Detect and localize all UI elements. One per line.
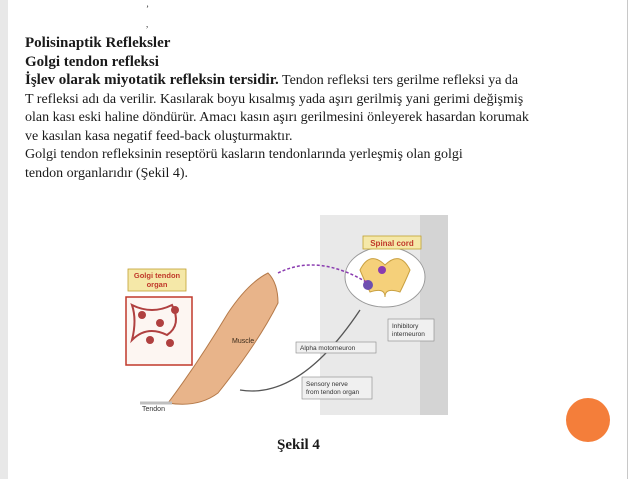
- figure-golgi-reflex: Spinal cord Golgi tendon organ Muscle Te…: [120, 215, 450, 415]
- golgi-label-line1: Golgi tendon: [134, 271, 181, 280]
- golgi-label-box: [127, 268, 187, 292]
- paragraph-line-4: ve kasılan kasa negatif feed-back oluştu…: [25, 128, 293, 144]
- spinal-cord-label-box: [362, 235, 422, 250]
- paragraph-line-2: T refleksi adı da verilir. Kasılarak boy…: [25, 91, 524, 107]
- right-divider: [627, 0, 628, 479]
- paragraph-line-3: olan kası eski haline döndürür. Amacı ka…: [25, 110, 529, 125]
- text-block: Polisinaptik Refleksler Golgi tendon ref…: [25, 34, 615, 183]
- nerve-path-bottom: [239, 309, 361, 392]
- orange-decoration: [566, 398, 610, 442]
- heading-polisinaptik: Polisinaptik Refleksler: [25, 35, 171, 51]
- figure-caption: Şekil 4: [277, 437, 320, 453]
- mark-apostrophe: ʼ: [146, 4, 149, 14]
- paragraph-line-6: tendon organlarıdır (Şekil 4).: [25, 165, 189, 181]
- mark-comma: ,: [146, 19, 149, 29]
- sensory-label-line2: from tendon organ: [306, 389, 360, 396]
- spinal-cord-label: Spinal cord: [370, 239, 414, 248]
- top-marks: ʼ ,: [146, 4, 149, 30]
- golgi-label-line2: organ: [147, 280, 168, 289]
- inhibitory-label-line2: interneuron: [392, 331, 425, 338]
- left-edge-bar: [0, 0, 8, 479]
- muscle-label: Muscle: [232, 338, 254, 345]
- diagram-gray-strip: [420, 215, 448, 415]
- golgi-inset: Golgi tendon organ: [125, 268, 193, 366]
- paragraph-line-1: İşlev olarak miyotatik refleksin tersidi…: [25, 71, 615, 91]
- heading-golgi: Golgi tendon refleksi: [25, 53, 159, 70]
- lead-bold-text: İşlev olarak miyotatik refleksin tersidi…: [25, 72, 279, 88]
- paragraph-line-5: Golgi tendon refleksinin reseptörü kasla…: [25, 147, 463, 162]
- reflex-diagram: Spinal cord Golgi tendon organ Muscle Te…: [125, 215, 448, 415]
- sensory-label-line1: Sensory nerve: [306, 381, 348, 388]
- spinal-cord-section: [344, 246, 426, 308]
- lead-rest-text: Tendon refleksi ters gerilme refleksi ya…: [278, 73, 519, 88]
- neuron-body: [363, 280, 373, 290]
- alpha-motorneuron-label: Alpha motorneuron: [300, 345, 356, 352]
- inhibitory-label-line1: Inhibitory: [392, 323, 419, 330]
- tendon-label: Tendon: [142, 406, 165, 413]
- muscle-shape: [167, 272, 279, 405]
